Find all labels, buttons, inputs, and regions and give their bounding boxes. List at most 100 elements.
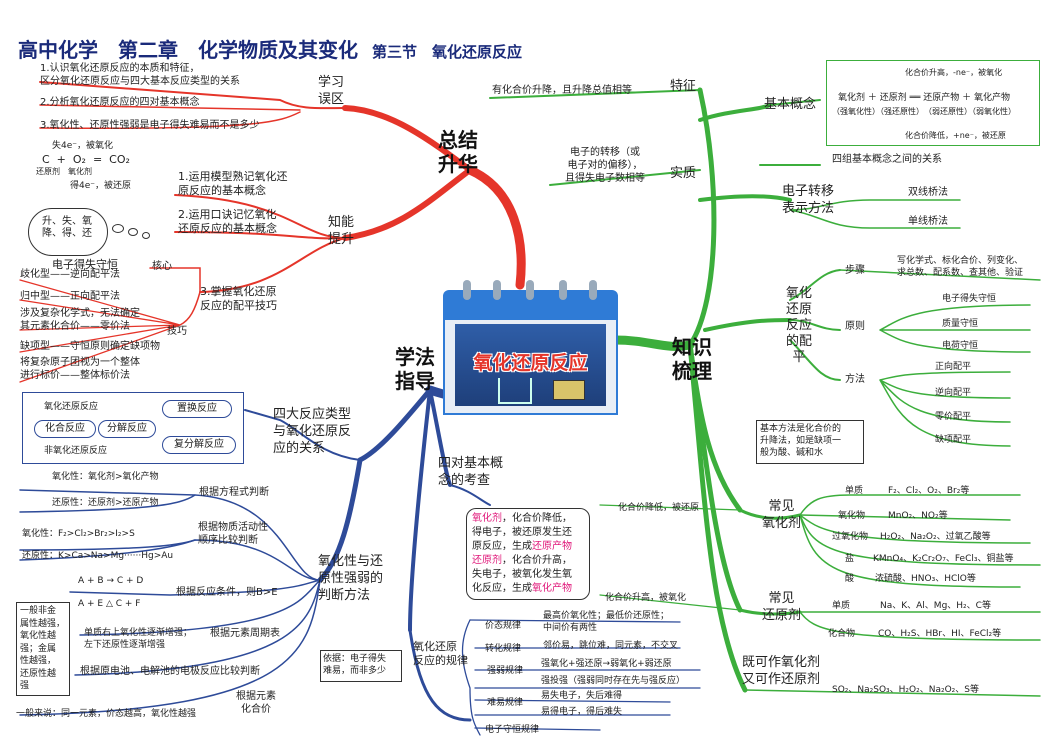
card-ring <box>589 280 597 300</box>
basic-props: （强氧化性）（强还原性） （弱还原性）（弱氧化性） <box>832 107 1016 116</box>
basic-line: 氧化剂 ＋ 还原剂 ══ 还原产物 ＋ 氧化产物 <box>838 93 1011 103</box>
eq-sub: 还原剂 氧化剂 <box>36 167 92 176</box>
card-ring <box>559 280 567 300</box>
four-em: 还原产物 <box>532 541 572 552</box>
skill-item: 涉及复杂化学式，无法确定 其元素化合价——零价法 <box>20 308 140 332</box>
goal-item: 2.分析氧化还原反应的四对基本概念 <box>40 97 200 108</box>
oxidant-cat: 过氧化物 <box>832 532 869 542</box>
four-line: 还原剂，化合价升高， <box>472 554 572 568</box>
branch-method: 学法 指导 <box>395 345 435 393</box>
ability-item: 1.运用模型熟记氧化还 原反应的基本概念 <box>178 170 288 197</box>
principle-item: 电荷守恒 <box>942 341 979 351</box>
basic-box <box>826 60 1040 146</box>
oxidant-val: 浓硫酸、HNO₃、HClO等 <box>875 574 976 584</box>
skill-item: 缺项型——守恒原则确定缺项物 <box>20 341 160 352</box>
eq-bottom: 得4e⁻，被还原 <box>70 181 132 191</box>
goals-title: 学习 误区 <box>318 75 345 107</box>
cloud-dot <box>128 228 138 236</box>
method-item: 逆向配平 <box>935 388 972 398</box>
transfer-item: 单线桥法 <box>908 216 948 227</box>
type-decomp: 分解反应 <box>98 420 156 438</box>
eq-top: 失4e⁻，被氧化 <box>52 141 114 151</box>
rule-name: 电子守恒规律 <box>485 725 540 735</box>
essence-title: 实质 <box>670 166 697 181</box>
steps-text: 写化学式、标化合价、列变化、 求总数、配系数、查其他、验证 <box>897 256 1024 278</box>
period-text: 单质右上氧化性逐渐增强； 左下还原性逐渐增强 <box>84 628 193 650</box>
rule-name: 价态规律 <box>485 621 522 631</box>
both-text: SO₂、Na₂SO₃、H₂O₂、Na₂O₂、S等 <box>832 685 979 695</box>
oxidant-val: KMnO₄、K₂Cr₂O₇、FeCl₃、铜盐等 <box>873 554 1014 564</box>
four-plain: ，化合价降低， <box>502 513 572 524</box>
four-em: 还原剂 <box>472 555 502 566</box>
basic-four: 四组基本概念之间的关系 <box>832 154 942 165</box>
method-note: 基本方法是化合价的 升降法，如是缺项一 般为酸、碱和水 <box>760 424 842 458</box>
type-combo: 化合反应 <box>34 420 96 438</box>
cond-item: A + B → C + D <box>78 576 144 586</box>
method-note-box <box>756 420 864 464</box>
eq-judge: 根据方程式判断 <box>199 487 269 498</box>
card-ring <box>493 280 501 300</box>
goal-item: 1.认识氧化还原反应的本质和特征， 区分氧化还原反应与四大基本反应类型的关系 <box>40 63 240 87</box>
cond: 根据反应条件，则B>E <box>176 587 278 598</box>
main-title: 高中化学 第二章 化学物质及其变化 <box>18 38 358 62</box>
cloud-text: 升、失、氧 降、得、还 <box>42 216 92 239</box>
rule-text: 强氧化+强还原→弱氧化+弱还原 <box>541 659 672 669</box>
rule-text: 最高价氧化性；最低价还原性； 中间价有两性 <box>543 611 670 633</box>
skill-item: 歧化型——逆向配平法 <box>20 269 120 280</box>
method-item: 正向配平 <box>935 362 972 372</box>
four-note: 氧化剂，化合价降低， 得电子，被还原发生还 原反应，生成还原产物 还原剂，化合价… <box>472 512 572 596</box>
rule-text: 易得电子，得后难失 <box>541 707 623 717</box>
card-ring <box>463 280 471 300</box>
oxidant-val: H₂O₂、Na₂O₂、过氧乙酸等 <box>880 532 991 542</box>
cloud-dot <box>112 224 124 233</box>
oxidant-cat: 氧化物 <box>838 511 866 521</box>
oxidant-title: 常见 氧化剂 <box>762 499 802 531</box>
oxidant-cat: 盐 <box>845 554 855 564</box>
basic-title: 基本概念 <box>764 97 817 112</box>
reductant-cat: 单质 <box>832 601 851 611</box>
rule-name: 难易规律 <box>487 698 524 708</box>
card-ring <box>526 280 534 300</box>
feature-title: 特征 <box>670 79 697 94</box>
principle-item: 质量守恒 <box>942 319 979 329</box>
four-em: 氧化产物 <box>532 583 572 594</box>
skill-item: 归中型——正向配平法 <box>20 291 120 302</box>
type-nonredox: 非氧化还原反应 <box>44 446 108 456</box>
activity-item: 氧化性：F₂>Cl₂>Br₂>I₂>S <box>22 529 135 539</box>
left-note: 一般非金 属性越强， 氧化性越 强；金属 性越强， 还原性越 强 <box>20 606 66 691</box>
left-note-box <box>16 602 70 696</box>
core-item: 电子得失守恒 <box>52 258 118 271</box>
balance-title: 氧化 还原 反应 的配 平 <box>786 286 813 365</box>
goal-item: 3.氧化性、还原性强弱是电子得失难易而不是多少 <box>40 120 260 131</box>
center-card: 氧化还原反应 <box>443 280 618 415</box>
type-replace: 置换反应 <box>162 400 232 418</box>
steps-title: 步骤 <box>845 265 865 276</box>
four-plain: 失电子，被氧化发生氧 <box>472 569 572 580</box>
cloud-dot <box>142 232 150 239</box>
rule-name: 强弱规律 <box>487 666 524 676</box>
oxidant-cat: 酸 <box>845 574 855 584</box>
branch-knowledge: 知识 梳理 <box>672 335 712 383</box>
rule-title: 氧化还原 反应的规律 <box>413 640 468 667</box>
cell: 根据原电池、电解池的电极反应比较判断 <box>80 666 260 677</box>
oxidant-cat: 单质 <box>845 486 864 496</box>
method-title: 方法 <box>845 374 865 385</box>
ability-title: 知能 提升 <box>328 215 355 247</box>
four-plain: 原反应，生成 <box>472 541 532 552</box>
four-line: 失电子，被氧化发生氧 <box>472 568 572 582</box>
skill-item: 将复杂原子团视为一个整体 进行标价——整体标价法 <box>20 357 140 381</box>
period: 根据元素周期表 <box>210 628 280 639</box>
reductant-title: 常见 还原剂 <box>762 591 802 623</box>
cloud-bubble <box>28 208 108 256</box>
four-note-box <box>466 508 590 600</box>
oxidant-val: MnO₂、NO₂等 <box>888 511 948 521</box>
ability-item: 3.掌握氧化还原 反应的配平技巧 <box>200 285 277 312</box>
feature-text: 有化合价升降，且升降总值相等 <box>492 85 632 96</box>
skill-label: 技巧 <box>167 326 187 337</box>
cond-item: A + E △ C + F <box>78 599 141 609</box>
beaker-icon <box>498 378 532 404</box>
rule-name: 转化规律 <box>485 644 522 654</box>
types-title: 四大反应类型 与氧化还原反 应的关系 <box>273 407 352 456</box>
rule-text: 强投强（强弱同时存在先与强反应） <box>541 676 686 686</box>
essence-text: 电子的转移（或 电子对的偏移）， 且得失电子数相等 <box>565 147 645 184</box>
